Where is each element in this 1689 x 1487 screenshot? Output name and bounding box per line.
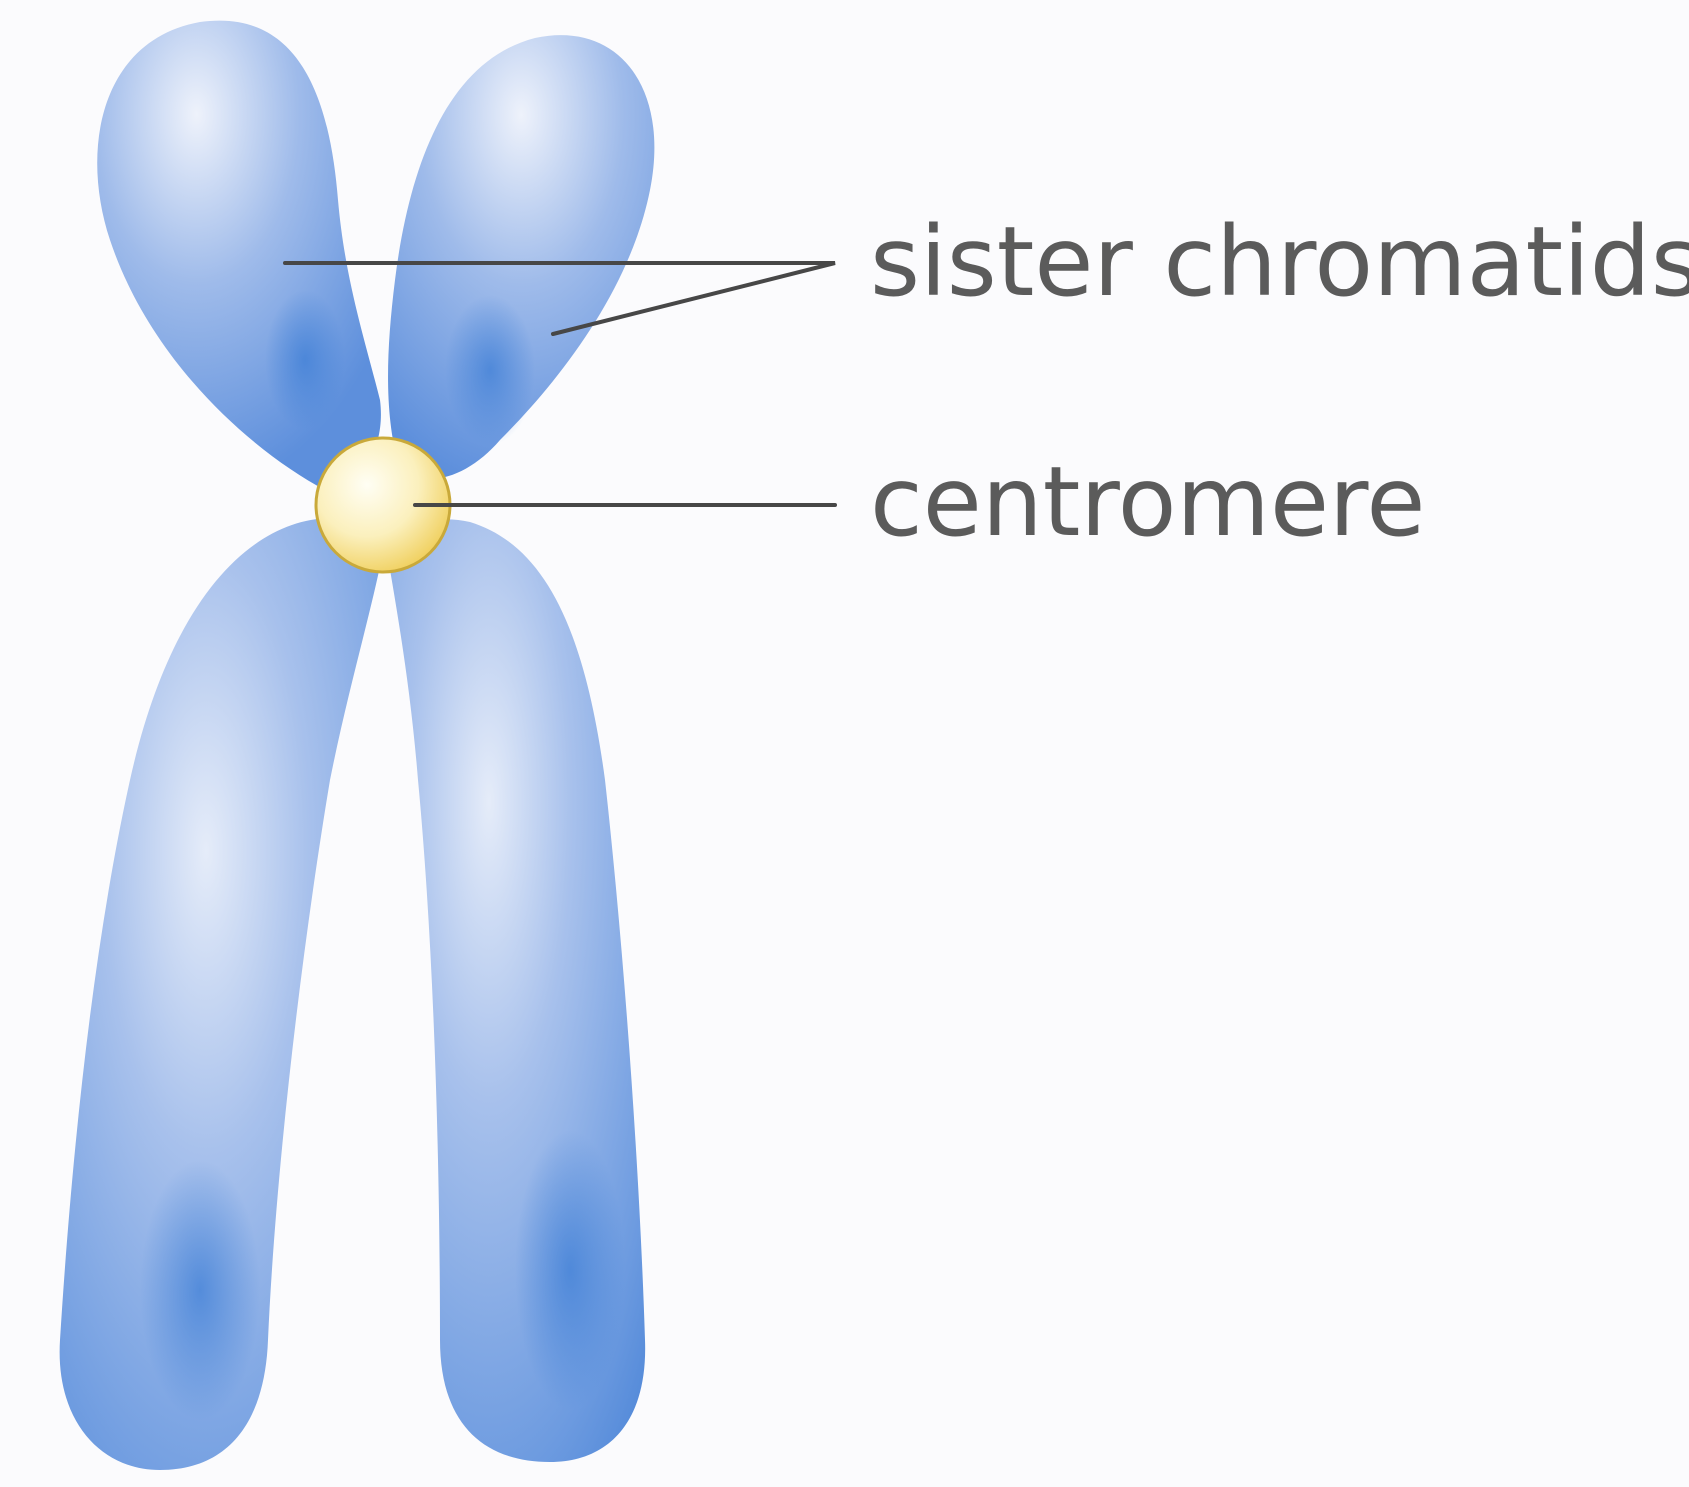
shade-upper-right xyxy=(445,295,535,445)
shade-lower-left xyxy=(140,1160,260,1420)
label-centromere: centromere xyxy=(870,446,1425,558)
label-sister-chromatids: sister chromatids xyxy=(870,206,1689,318)
shade-lower-right xyxy=(515,1130,625,1410)
shade-upper-left xyxy=(265,290,345,430)
chromatid-upper-left xyxy=(97,21,381,490)
